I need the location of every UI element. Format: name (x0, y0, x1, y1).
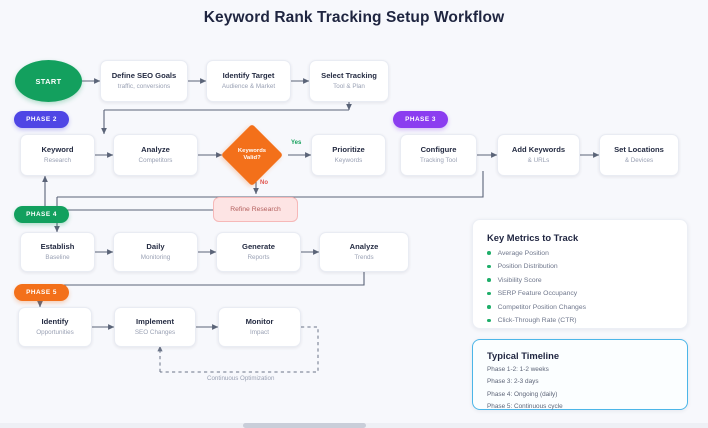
node-title: Select Tracking (321, 70, 377, 80)
node-establish-baseline[interactable]: Establish Baseline (20, 232, 95, 272)
node-identify-opportunities[interactable]: Identify Opportunities (18, 307, 92, 347)
node-generate-reports[interactable]: Generate Reports (216, 232, 301, 272)
node-title: Establish (40, 241, 75, 251)
bullet-icon (487, 291, 491, 296)
metric-label: Average Position (497, 249, 549, 257)
node-implement-seo-changes[interactable]: Implement SEO Changes (114, 307, 196, 347)
node-prioritize-keywords[interactable]: Prioritize Keywords (311, 134, 386, 176)
metric-item: SERP Feature Occupancy (487, 290, 673, 297)
node-title: Keyword (41, 144, 74, 154)
key-metrics-panel: Key Metrics to Track Average Position Po… (472, 219, 688, 329)
node-configure-tracking-tool[interactable]: Configure Tracking Tool (400, 134, 477, 176)
node-title: Analyze (141, 144, 170, 154)
phase-badge-2: PHASE 2 (14, 111, 69, 128)
node-title: Daily (146, 241, 165, 251)
start-node[interactable]: START (15, 60, 82, 102)
node-analyze-trends[interactable]: Analyze Trends (319, 232, 409, 272)
decision-keywords-valid[interactable]: Keywords Valid? (220, 123, 284, 187)
node-title: Implement (136, 316, 174, 326)
node-subtitle: Competitors (138, 156, 173, 164)
typical-timeline-heading: Typical Timeline (487, 350, 560, 361)
metric-item: Competitor Position Changes (487, 304, 673, 311)
node-title: Define SEO Goals (111, 70, 177, 80)
node-monitor-impact[interactable]: Monitor Impact (218, 307, 301, 347)
refine-research-label: Refine Research (230, 206, 281, 213)
node-subtitle: Tracking Tool (419, 156, 458, 164)
metric-item: Average Position (487, 250, 673, 257)
metric-label: SERP Feature Occupancy (497, 290, 578, 297)
node-subtitle: traffic, conversions (117, 82, 171, 90)
start-node-label: START (35, 76, 62, 86)
phase-badge-5: PHASE 5 (14, 284, 69, 301)
bullet-icon (487, 278, 491, 282)
timeline-item: Phase 5: Continuous cycle (487, 402, 563, 410)
node-analyze-competitors[interactable]: Analyze Competitors (113, 134, 198, 176)
node-subtitle: Tool & Plan (333, 82, 365, 90)
node-select-tracking[interactable]: Select Tracking Tool & Plan (309, 60, 389, 102)
metric-label: Position Distribution (497, 263, 558, 270)
phase-badge-4: PHASE 4 (14, 206, 69, 223)
node-title: Analyze (349, 241, 379, 251)
decision-label-line2: Valid? (243, 155, 261, 161)
page-title: Keyword Rank Tracking Setup Workflow (203, 9, 505, 26)
node-subtitle: Reports (247, 253, 270, 261)
phase-badge-3: PHASE 3 (393, 111, 448, 128)
node-subtitle: Opportunities (36, 328, 74, 336)
node-keyword-research[interactable]: Keyword Research (20, 134, 95, 176)
metric-item: Click-Through Rate (CTR) (487, 317, 673, 324)
node-identify-target[interactable]: Identify Target Audience & Market (206, 60, 291, 102)
horizontal-scrollbar-thumb[interactable] (243, 423, 366, 428)
node-subtitle: Research (44, 156, 71, 164)
node-daily-monitoring[interactable]: Daily Monitoring (113, 232, 198, 272)
metric-label: Click-Through Rate (CTR) (497, 317, 577, 324)
bullet-icon (487, 264, 491, 269)
edge-label-continuous-optimization: Continuous Optimization (207, 375, 275, 382)
typical-timeline-panel: Typical Timeline Phase 1-2: 1-2 weeks Ph… (472, 339, 688, 410)
node-add-keywords[interactable]: Add Keywords & URLs (497, 134, 580, 176)
bullet-icon (487, 251, 491, 255)
bullet-icon (487, 305, 491, 309)
timeline-item: Phase 4: Ongoing (daily) (487, 390, 558, 398)
node-subtitle: & URLs (527, 156, 550, 164)
node-subtitle: SEO Changes (134, 328, 176, 336)
node-title: Identify (41, 316, 69, 326)
timeline-item: Phase 1-2: 1-2 weeks (487, 366, 549, 374)
node-subtitle: & Devices (624, 156, 654, 164)
node-title: Set Locations (614, 144, 664, 154)
metric-item: Visibility Score (487, 277, 673, 284)
node-title: Add Keywords (511, 144, 566, 154)
metric-label: Visibility Score (497, 276, 542, 284)
node-subtitle: Trends (354, 253, 374, 261)
node-title: Identify Target (222, 70, 275, 80)
edge-label-no: No (260, 180, 268, 186)
decision-label: Keywords Valid? (238, 148, 266, 162)
timeline-item: Phase 3: 2-3 days (487, 378, 539, 386)
node-title: Configure (420, 144, 457, 154)
node-title: Generate (242, 241, 275, 251)
node-subtitle: Audience & Market (221, 82, 276, 90)
node-title: Monitor (245, 316, 274, 326)
key-metrics-heading: Key Metrics to Track (487, 232, 579, 243)
node-subtitle: Keywords (334, 156, 363, 164)
node-refine-research[interactable]: Refine Research (213, 197, 298, 222)
node-set-locations[interactable]: Set Locations & Devices (599, 134, 679, 176)
bullet-icon (487, 318, 491, 323)
node-subtitle: Baseline (45, 253, 70, 261)
edge-label-yes: Yes (291, 140, 302, 146)
metric-item: Position Distribution (487, 263, 673, 270)
node-title: Prioritize (332, 144, 365, 154)
node-subtitle: Monitoring (140, 253, 171, 261)
metric-label: Competitor Position Changes (497, 303, 586, 311)
decision-label-line1: Keywords (237, 147, 267, 154)
node-subtitle: Impact (250, 328, 269, 336)
node-define-seo-goals[interactable]: Define SEO Goals traffic, conversions (100, 60, 188, 102)
